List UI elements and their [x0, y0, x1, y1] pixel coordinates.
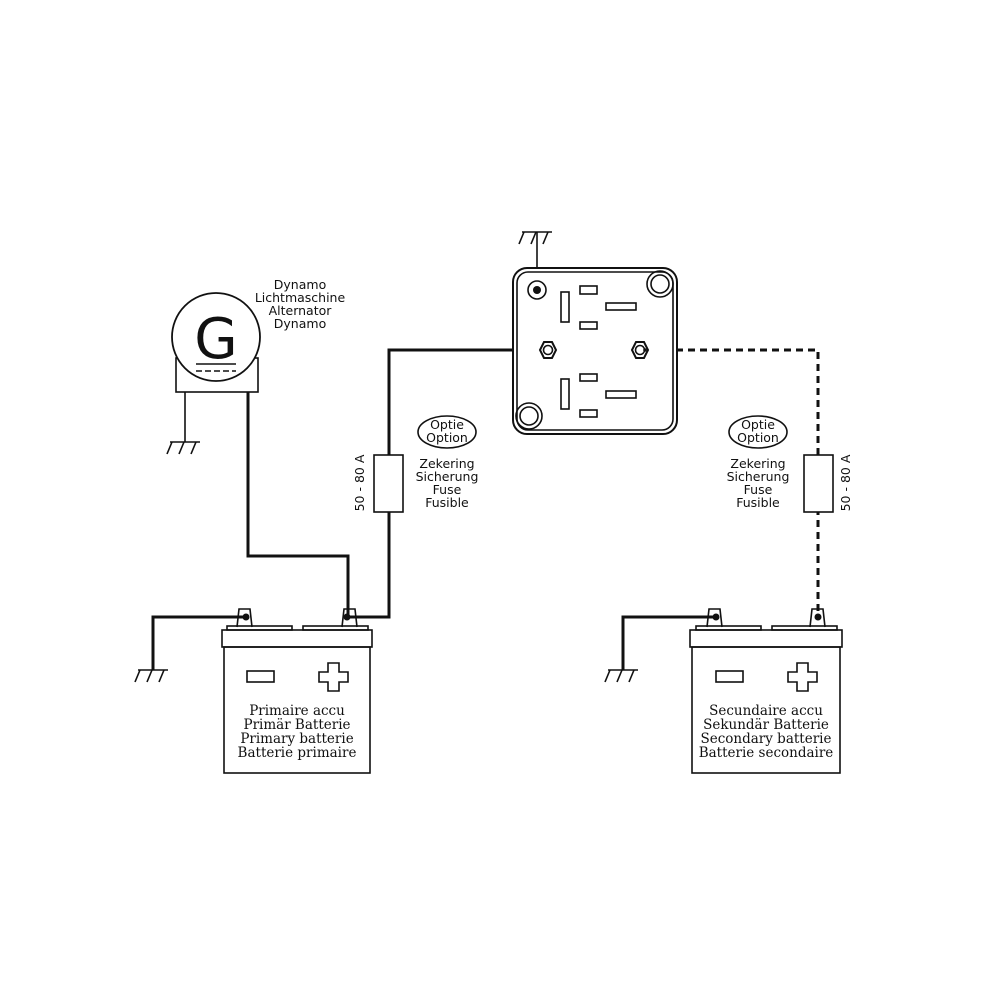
battery-label: Secundaire accu — [709, 703, 823, 719]
ground-icon — [166, 441, 201, 455]
plus-icon — [787, 662, 818, 692]
battery-label: Primaire accu — [249, 703, 345, 719]
battery-label: Sekundär Batterie — [703, 717, 829, 733]
minus-icon — [246, 670, 275, 683]
plus-icon — [318, 662, 349, 692]
fuse-label: Fusible — [425, 495, 469, 510]
option-label: Option — [426, 430, 468, 445]
generator: G Dynamo Lichtmaschine Alternator Dynamo — [166, 277, 346, 455]
battery-label: Primary batterie — [240, 731, 353, 747]
battery-label: Secondary batterie — [701, 731, 832, 747]
battery-label: Primär Batterie — [243, 717, 350, 733]
fuse-label: Fuse — [433, 482, 462, 497]
generator-label: Dynamo — [274, 316, 326, 331]
fuse-label: Sicherung — [727, 469, 790, 484]
relay — [512, 231, 678, 435]
fuse-label: Zekering — [730, 456, 785, 471]
battery-label: Batterie primaire — [238, 745, 357, 761]
generator-label: Lichtmaschine — [255, 290, 346, 305]
primary-battery: Primaire accu Primär Batterie Primary ba… — [134, 608, 373, 774]
fuse-label: Fuse — [744, 482, 773, 497]
fuse-secondary: 50 - 80 A Optie Option Zekering Sicherun… — [727, 415, 853, 513]
fuse-rating: 50 - 80 A — [352, 454, 367, 511]
secondary-battery: Secundaire accu Sekundär Batterie Second… — [604, 608, 843, 774]
ground-icon — [134, 669, 169, 683]
ground-icon — [518, 231, 553, 245]
fuse-label: Sicherung — [416, 469, 479, 484]
fuse-label: Fusible — [736, 495, 780, 510]
option-label: Optie — [430, 417, 464, 432]
generator-symbol: G — [194, 307, 237, 372]
ground-icon — [604, 669, 639, 683]
fuse-label: Zekering — [419, 456, 474, 471]
terminal-nut-primary — [538, 341, 558, 359]
alternator-wire — [246, 392, 350, 617]
terminal-nut-secondary — [630, 341, 650, 359]
generator-label: Alternator — [269, 303, 333, 318]
generator-label: Dynamo — [274, 277, 326, 292]
fuse-primary: 50 - 80 A Optie Option Zekering Sicherun… — [352, 415, 479, 513]
minus-icon — [715, 670, 744, 683]
battery-label: Batterie secondaire — [699, 745, 834, 761]
option-label: Optie — [741, 417, 775, 432]
fuse-rating: 50 - 80 A — [838, 454, 853, 511]
option-label: Option — [737, 430, 779, 445]
